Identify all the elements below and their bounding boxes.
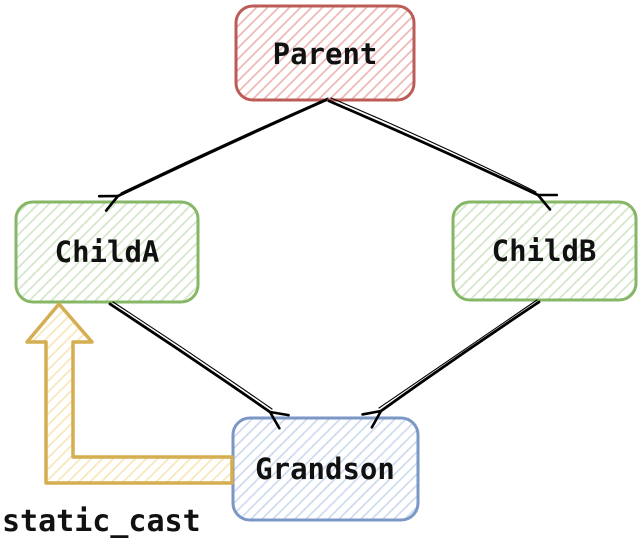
- node-childb: ChildB: [451, 200, 638, 302]
- static-cast-arrow-shape: [25, 302, 234, 485]
- inheritance-edges: [97, 97, 559, 430]
- node-grandson: Grandson: [231, 416, 420, 522]
- edge-childb-grandson-sketch: [378, 299, 538, 409]
- childb-label: ChildB: [492, 234, 597, 268]
- edge-parent-childb: [327, 99, 559, 211]
- parent-label: Parent: [273, 37, 378, 71]
- edge-parent-childa-sketch: [120, 97, 329, 194]
- edge-parent-childa: [97, 98, 328, 212]
- node-childa: ChildA: [14, 200, 200, 304]
- grandson-label: Grandson: [255, 452, 395, 486]
- edge-childb-grandson: [361, 300, 541, 429]
- static-cast-label: static_cast: [2, 504, 201, 539]
- edge-parent-childb-sketch: [330, 97, 537, 193]
- edge-childa-grandson: [108, 302, 290, 430]
- static-cast-arrow: [25, 302, 234, 485]
- node-parent: Parent: [234, 4, 416, 102]
- edge-childa-grandson-sketch: [112, 301, 273, 410]
- childa-label: ChildA: [55, 235, 160, 269]
